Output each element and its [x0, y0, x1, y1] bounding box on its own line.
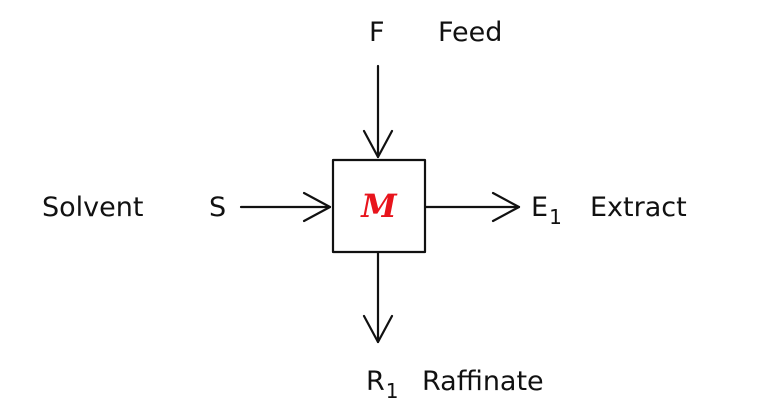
- extract-name: Extract: [590, 192, 687, 223]
- extract-arrow: [424, 191, 521, 223]
- feed-arrow: [362, 64, 394, 159]
- extract-subscript: 1: [549, 205, 562, 229]
- solvent-name: Solvent: [42, 192, 144, 223]
- mixer-label: M: [361, 187, 397, 225]
- raffinate-name: Raffinate: [422, 366, 544, 397]
- raffinate-symbol: R: [366, 366, 385, 397]
- solvent-arrow: [239, 191, 332, 223]
- raffinate-arrow: [362, 251, 394, 344]
- raffinate-subscript: 1: [385, 379, 399, 403]
- extract-symbol: E: [531, 192, 549, 223]
- solvent-symbol: S: [209, 192, 227, 223]
- feed-symbol: F: [369, 17, 385, 48]
- mixer-box: [331, 158, 427, 254]
- extract-symbol-group: E1: [531, 192, 562, 227]
- raffinate-symbol-group: R1: [366, 366, 399, 401]
- feed-name: Feed: [438, 17, 503, 48]
